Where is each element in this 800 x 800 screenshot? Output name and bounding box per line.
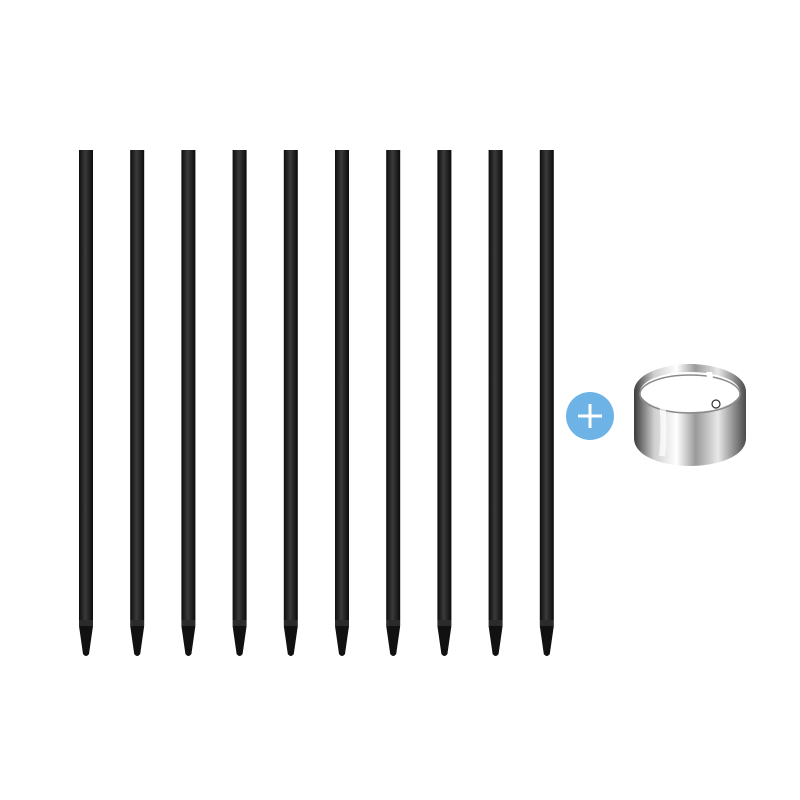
nib-body <box>386 150 401 620</box>
nib-refill <box>283 150 298 656</box>
nib-body <box>437 150 452 620</box>
nib-refill <box>539 150 554 656</box>
nib-collar <box>386 620 401 626</box>
nib-collar <box>488 620 503 626</box>
nib-body <box>488 150 503 620</box>
nib-tip <box>130 626 145 656</box>
nib-body <box>130 150 145 620</box>
nib-refill <box>386 150 401 656</box>
nib-refill <box>79 150 93 656</box>
ring-split-gap <box>706 372 714 384</box>
nib-body <box>539 150 554 620</box>
nib-collar <box>539 620 554 626</box>
plus-badge <box>566 392 614 440</box>
nib-body <box>283 150 298 620</box>
nib-collar <box>437 620 452 626</box>
nib-collar <box>283 620 298 626</box>
nib-collar <box>130 620 145 626</box>
nib-body <box>79 150 93 620</box>
nib-tip <box>386 626 401 656</box>
nib-collar <box>79 620 93 626</box>
nib-body <box>232 150 247 620</box>
nib-body <box>335 150 349 620</box>
ring-notch <box>711 399 721 409</box>
ring-opening <box>640 372 740 412</box>
nib-body <box>181 150 196 620</box>
nib-refill-group <box>79 150 554 656</box>
nib-collar <box>335 620 349 626</box>
nib-tip <box>335 626 349 656</box>
nib-tip <box>232 626 247 656</box>
nib-collar <box>232 620 247 626</box>
nib-refill <box>130 150 145 656</box>
plus-icon <box>578 404 602 428</box>
nib-removal-ring-icon <box>634 364 746 466</box>
nib-tip <box>437 626 452 656</box>
nib-refill <box>335 150 349 656</box>
nib-refill <box>488 150 503 656</box>
nib-tip <box>539 626 554 656</box>
nib-tip <box>283 626 298 656</box>
nib-tip <box>181 626 196 656</box>
nib-refill <box>181 150 196 656</box>
nib-tip <box>488 626 503 656</box>
nib-refill <box>437 150 452 656</box>
nib-refill <box>232 150 247 656</box>
nib-collar <box>181 620 196 626</box>
nib-tip <box>79 626 93 656</box>
